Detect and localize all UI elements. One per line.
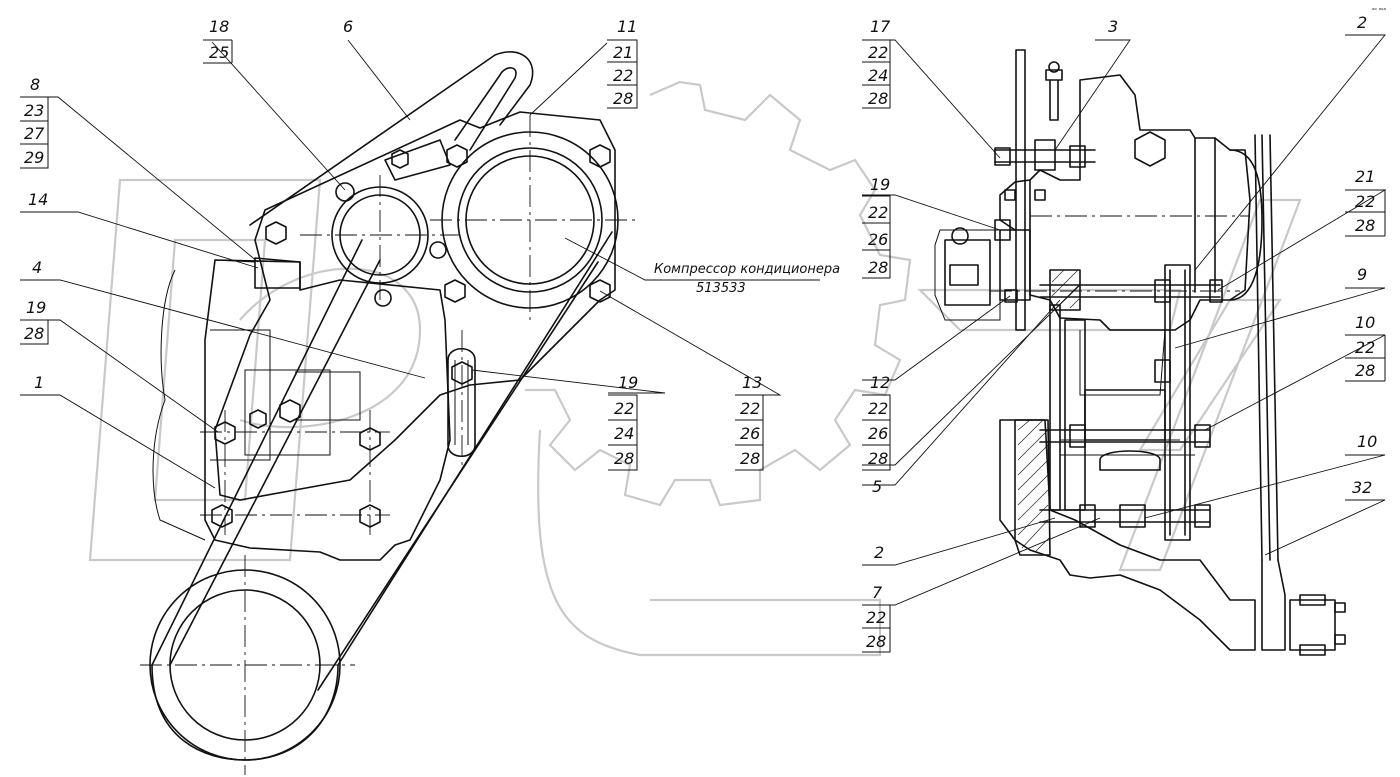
callout-text: 26 [868,230,888,249]
callout-text: 22 [868,203,888,222]
callout-8: 8 23 27 29 [20,75,49,169]
callout-text: 22 [740,399,760,418]
callout-text: 28 [1355,361,1375,380]
callout-text: 21 [1355,167,1375,186]
callout-text: 28 [868,258,888,277]
belt-side [1254,134,1279,561]
callout-text: 28 [868,449,888,468]
compressor-body [1029,74,1251,331]
callout-text: 29 [24,148,44,167]
callout-text: 25 [209,43,229,62]
corner-mark: ᵃᵒ ᵃᵒᵃ [1372,7,1386,14]
front-view [140,51,640,775]
callout-text: 13 [742,373,762,392]
callout-18: 18 25 [203,17,233,64]
callout-text: 22 [1355,192,1375,211]
compressor-code: 513533 [696,281,746,296]
callout-2-top: 2 [1357,13,1367,32]
watermark-letters [88,178,322,562]
compressor-note: Компрессор кондиционера [654,262,840,277]
callout-text: 22 [868,43,888,62]
engine-housing [204,259,451,561]
callout-19-right: 19 22 26 28 [862,175,891,279]
callout-text: 21 [613,43,633,62]
callout-text: 19 [618,373,638,392]
callout-text: 28 [613,89,633,108]
callout-2-lower: 2 [874,543,884,562]
callout-text: 18 [209,17,229,36]
callout-text: 22 [868,399,888,418]
callout-text: 28 [740,449,760,468]
callout-text: 19 [26,298,46,317]
callout-10-lower: 10 [1357,432,1377,451]
callout-text: 24 [868,66,888,85]
callouts: 18 25 6 11 21 22 28 8 23 27 29 14 4 19 [20,7,1386,653]
callout-text: 22 [866,608,886,627]
callout-12: 12 22 26 28 [862,373,891,471]
callout-19-left: 19 28 [20,298,49,345]
callout-text: 28 [24,324,44,343]
callout-text: 22 [613,66,633,85]
callout-text: 23 [24,101,44,120]
callout-text: 7 [872,583,883,602]
callout-10-top: 10 22 28 [1345,313,1386,382]
leader-lines [20,34,1387,606]
callout-11: 11 21 22 28 [607,17,638,109]
callout-4: 4 [32,258,42,277]
callout-text: 24 [614,424,634,443]
side-view [934,49,1346,656]
callout-text: 27 [24,124,45,143]
callout-text: 10 [1355,313,1375,332]
callout-1: 1 [34,373,44,392]
callout-text: 22 [614,399,634,418]
callout-3: 3 [1108,17,1118,36]
callout-text: 17 [870,17,891,36]
watermark-logo [88,80,1302,657]
callout-text: 22 [1355,338,1375,357]
callout-text: 26 [740,424,760,443]
bolt-heads [211,144,611,528]
callout-13: 13 22 26 28 [735,373,764,471]
callout-text: 11 [617,17,637,36]
callout-text: 26 [868,424,888,443]
callout-7: 7 22 28 [862,583,891,653]
callout-14: 14 [28,190,48,209]
callout-17: 17 22 24 28 [862,17,891,109]
callout-6: 6 [343,17,353,36]
plate-9 [1164,264,1191,541]
adjusting-arm [249,51,534,226]
callout-9: 9 [1357,265,1367,284]
callout-32: 32 [1352,478,1372,497]
callout-21: 21 22 28 [1345,167,1386,237]
callout-19-middle: 19 22 24 28 [608,373,638,471]
callout-5: 5 [872,477,882,496]
adjusting-slot [447,347,476,458]
callout-text: 28 [614,449,634,468]
callout-text: 12 [870,373,890,392]
side-bolts [994,139,1223,528]
callout-text: 28 [1355,216,1375,235]
callout-text: 8 [30,75,40,94]
callout-text: 28 [868,89,888,108]
engine-block-side [999,419,1256,651]
hatched-section [1014,269,1081,556]
callout-text: 28 [866,632,886,651]
callout-text: 19 [870,175,890,194]
